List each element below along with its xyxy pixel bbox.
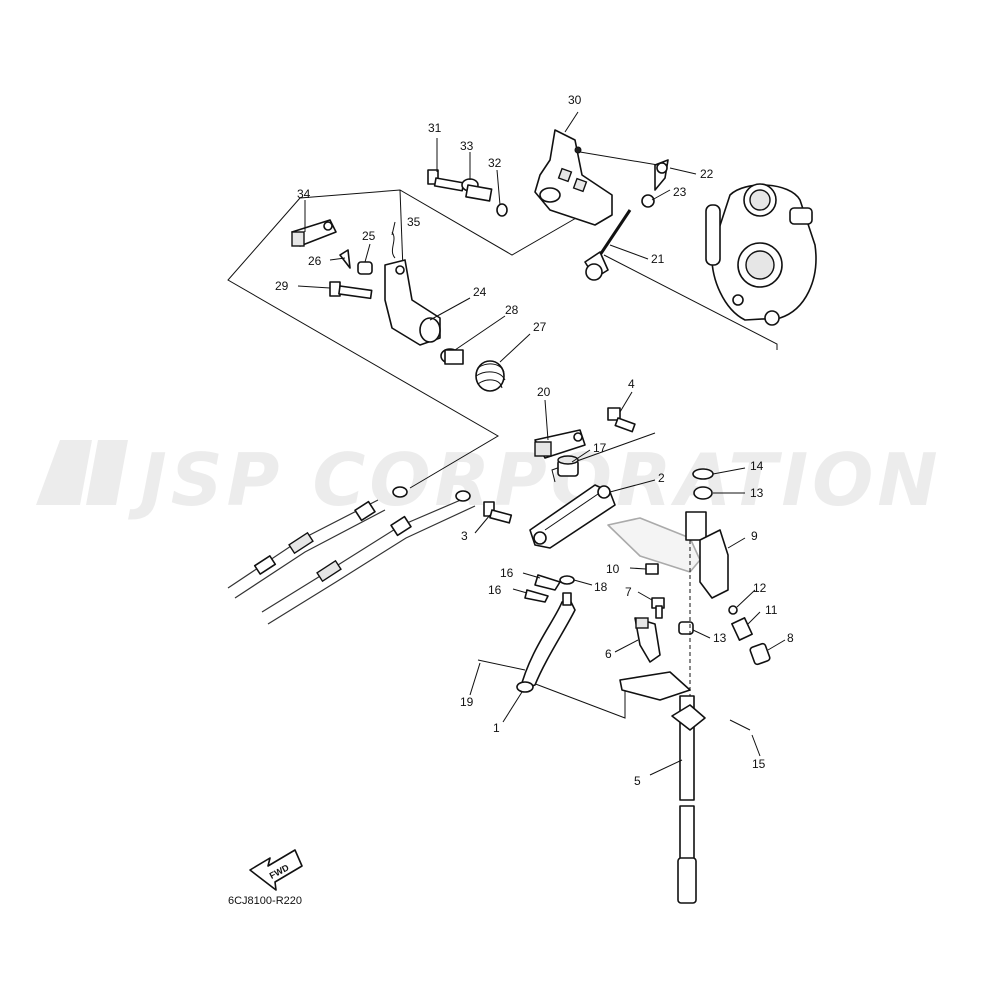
callout-35: 35 bbox=[407, 215, 421, 229]
link-20 bbox=[534, 429, 586, 459]
bolt-7 bbox=[651, 597, 665, 619]
lever-bracket bbox=[384, 259, 441, 346]
bolt-31 bbox=[427, 169, 465, 192]
collar-17 bbox=[557, 455, 579, 477]
callout-10: 10 bbox=[606, 562, 620, 576]
callout-17: 17 bbox=[593, 441, 607, 455]
watermark-text: JSP CORPORATION bbox=[128, 438, 942, 522]
callout-31: 31 bbox=[428, 121, 442, 135]
watermark: JSP CORPORATION bbox=[36, 438, 942, 522]
callout-16-upper: 16 bbox=[500, 566, 514, 580]
pins bbox=[339, 231, 396, 275]
callout-25: 25 bbox=[362, 229, 376, 243]
callout-12: 12 bbox=[753, 581, 767, 595]
callout-14: 14 bbox=[750, 459, 764, 473]
callout-18: 18 bbox=[594, 580, 608, 594]
callout-13-lower: 13 bbox=[713, 631, 727, 645]
spring-27 bbox=[475, 360, 506, 392]
callout-8: 8 bbox=[787, 631, 794, 645]
assembly-frame-lines bbox=[227, 189, 778, 719]
lever-joint bbox=[291, 219, 337, 247]
nut-13-lower bbox=[678, 621, 694, 635]
washer-18 bbox=[559, 575, 575, 585]
link-arm bbox=[529, 484, 616, 549]
callout-13-top: 13 bbox=[750, 486, 764, 500]
callout-19: 19 bbox=[460, 695, 474, 709]
throttle-body bbox=[705, 183, 817, 326]
watermark-logo bbox=[36, 440, 128, 505]
spring-11 bbox=[731, 617, 753, 641]
shift-lever bbox=[634, 617, 661, 663]
nut-23 bbox=[641, 194, 655, 208]
washer-14 bbox=[692, 468, 714, 480]
callout-22: 22 bbox=[700, 167, 714, 181]
callout-1: 1 bbox=[493, 721, 500, 735]
callout-23: 23 bbox=[673, 185, 687, 199]
washer-32 bbox=[496, 203, 508, 217]
collar-33 bbox=[461, 178, 493, 202]
callout-28: 28 bbox=[505, 303, 519, 317]
callout-27: 27 bbox=[533, 320, 547, 334]
shift-shaft bbox=[619, 540, 751, 904]
throttle-cables bbox=[227, 486, 476, 625]
collar-28 bbox=[440, 348, 464, 365]
leader-lines bbox=[297, 111, 786, 776]
callout-32: 32 bbox=[488, 156, 502, 170]
rod bbox=[584, 209, 632, 281]
callout-labels: 30 31 33 32 22 23 21 34 35 25 26 29 24 2… bbox=[275, 93, 794, 788]
callout-15: 15 bbox=[752, 757, 766, 771]
callout-4: 4 bbox=[628, 377, 635, 391]
bracket-9 bbox=[607, 511, 729, 599]
screw-10 bbox=[645, 563, 659, 575]
diagram-code: 6CJ8100-R220 bbox=[228, 895, 302, 907]
callout-3: 3 bbox=[461, 529, 468, 543]
ball-12 bbox=[728, 605, 738, 615]
callout-16-lower: 16 bbox=[488, 583, 502, 597]
callout-11: 11 bbox=[765, 603, 778, 617]
ball-joint bbox=[654, 159, 669, 191]
callout-34: 34 bbox=[297, 187, 311, 201]
callout-24: 24 bbox=[473, 285, 487, 299]
callout-21: 21 bbox=[651, 252, 665, 266]
nut-13-top bbox=[693, 486, 713, 500]
stopper-16 bbox=[524, 574, 561, 603]
callout-2: 2 bbox=[658, 471, 665, 485]
bolt-29 bbox=[329, 281, 373, 300]
fwd-arrow-icon: FWD bbox=[249, 849, 303, 891]
callout-20: 20 bbox=[537, 385, 551, 399]
callout-29: 29 bbox=[275, 279, 289, 293]
callout-6: 6 bbox=[605, 647, 612, 661]
plug-8 bbox=[749, 642, 771, 666]
callout-5: 5 bbox=[634, 774, 641, 788]
callout-7: 7 bbox=[625, 585, 632, 599]
callout-26: 26 bbox=[308, 254, 322, 268]
callout-33: 33 bbox=[460, 139, 474, 153]
bolt-4 bbox=[607, 407, 636, 433]
callout-9: 9 bbox=[751, 529, 758, 543]
bracket-upper bbox=[534, 129, 613, 226]
cam-plate bbox=[477, 592, 576, 693]
callout-30: 30 bbox=[568, 93, 582, 107]
